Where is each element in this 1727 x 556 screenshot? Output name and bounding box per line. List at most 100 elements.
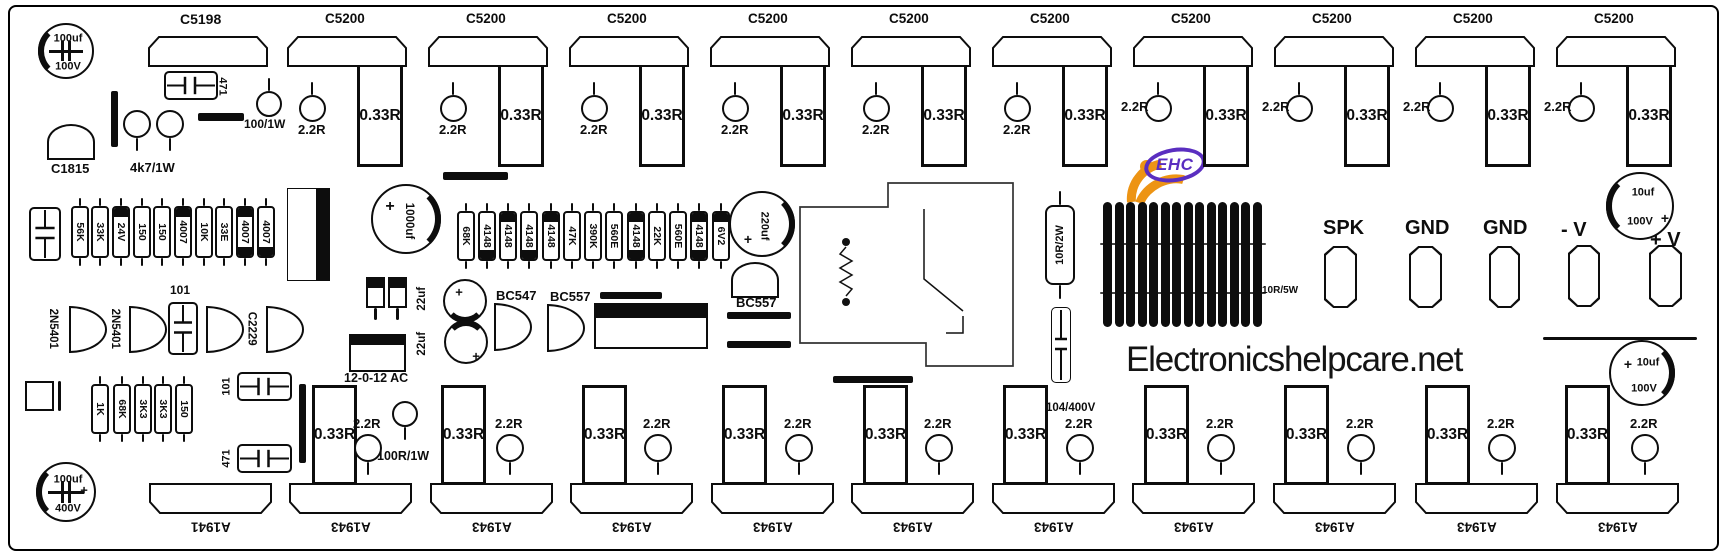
label-22uf-a: 22uf	[415, 287, 428, 311]
res-033r-bottom: 0.33R	[312, 385, 357, 485]
res-68K: 68K	[457, 211, 475, 261]
res-4148: 4148	[627, 211, 645, 261]
jumper-wire	[443, 172, 508, 180]
label-bc557-2: BC557	[736, 295, 777, 310]
res-10r-5w-coil-turn	[1137, 202, 1147, 327]
label-gnd-1: GND	[1405, 217, 1450, 239]
res-22r-top-lead	[1297, 81, 1301, 95]
lead	[98, 198, 102, 206]
transformer-block	[349, 334, 406, 372]
res-22r-bottom	[925, 434, 953, 462]
transistor-c5200	[992, 36, 1112, 67]
label-c5200: C5200	[325, 11, 365, 26]
transistor-a1943	[1273, 483, 1396, 514]
res-033r-top: 0.33R	[357, 64, 403, 167]
cap-101-h-symbol	[240, 377, 289, 396]
logo-figure-head-icon	[1140, 160, 1153, 173]
label-2n5401-b: 2N5401	[109, 308, 122, 350]
pad-gnd-1-inner	[1411, 248, 1440, 306]
label-101-v: 101	[170, 283, 191, 297]
transistor-a1943	[1556, 483, 1679, 514]
res-033r-bottom: 0.33R	[863, 385, 908, 485]
res-10r-5w-coil-turn	[1149, 202, 1158, 327]
diode-block-b	[388, 277, 407, 308]
transistor-c5200	[1133, 36, 1253, 67]
res-22r-top-lead	[733, 81, 737, 95]
label-c5198: C5198	[180, 11, 222, 27]
lead	[98, 258, 102, 266]
res-4148: 4148	[520, 211, 538, 261]
res-33K: 33K	[91, 206, 109, 258]
label-471-top: 471	[217, 76, 230, 96]
res-22r-bottom	[1347, 434, 1375, 462]
lead	[612, 203, 616, 211]
res-22r-bottom-lead	[797, 462, 801, 475]
lead	[634, 203, 638, 211]
res-22r-top-lead	[1579, 81, 1583, 95]
res-22r-bottom-lead	[937, 462, 941, 475]
lead	[570, 261, 574, 269]
lead	[697, 203, 701, 211]
res-22r-bottom-lead	[656, 462, 660, 475]
coil-wire-line	[1100, 243, 1266, 245]
lead	[141, 434, 145, 442]
res-22r-top-lead	[1438, 81, 1442, 95]
jumper-wire	[600, 292, 662, 299]
lead	[243, 258, 247, 266]
res-4007: 4007	[174, 206, 192, 258]
label-neg-v: - V	[1561, 219, 1587, 241]
lead	[222, 258, 226, 266]
res-6V2: 6V2	[712, 211, 730, 261]
res-033r-top: 0.33R	[921, 64, 967, 167]
transistor-c5200	[287, 36, 407, 67]
res-22r-bottom	[644, 434, 672, 462]
res-10r-5w-coil-turn	[1195, 202, 1204, 327]
res-22r-top-lead	[1156, 81, 1160, 95]
res-22r-bottom	[496, 434, 524, 462]
cap-1000uf: +1000uf	[371, 184, 441, 254]
res-100r-1w-lead	[403, 427, 407, 440]
label-c5200: C5200	[889, 11, 929, 26]
jumper-wire	[833, 376, 913, 383]
res-033r-bottom: 0.33R	[582, 385, 627, 485]
res-033r-top: 0.33R	[1626, 64, 1672, 167]
label-22r: 2.2R	[862, 122, 890, 137]
transistor-a1943	[430, 483, 553, 514]
transistor-c5198	[148, 36, 268, 67]
lead	[697, 261, 701, 269]
res-22r-top	[721, 94, 749, 122]
label-22r: 2.2R	[1630, 416, 1658, 431]
res-3K3: 3K3	[154, 384, 172, 434]
lead	[396, 308, 399, 320]
res-10r-5w-coil-turn	[1241, 202, 1250, 327]
res-68K: 68K	[113, 384, 131, 434]
transistor-c5200	[428, 36, 548, 67]
res-22r-bottom	[1488, 434, 1516, 462]
res-4k7-b	[156, 110, 184, 138]
lead	[719, 203, 723, 211]
label-22r: 2.2R	[1121, 99, 1149, 114]
lead	[182, 434, 186, 442]
res-033r-top: 0.33R	[1485, 64, 1531, 167]
transistor-a1943	[992, 483, 1115, 514]
res-033r-top: 0.33R	[1203, 64, 1249, 167]
lead	[655, 261, 659, 269]
transistor-c5200	[710, 36, 830, 67]
res-22r-bottom	[354, 434, 382, 462]
res-22r-top	[1426, 94, 1454, 122]
label-2n5401-a: 2N5401	[47, 308, 60, 350]
label-c5200: C5200	[748, 11, 788, 26]
label-c5200: C5200	[1312, 11, 1352, 26]
lead	[591, 261, 595, 269]
res-4k7-a-lead	[135, 138, 139, 151]
lead	[264, 258, 268, 266]
res-22r-bottom	[1066, 434, 1094, 462]
res-22r-bottom-lead	[1219, 462, 1223, 475]
lead	[1058, 191, 1062, 205]
res-10r-5w-coil-turn	[1114, 202, 1124, 327]
res-033r-top: 0.33R	[1062, 64, 1108, 167]
diode-block-a	[366, 277, 385, 308]
lead	[202, 198, 206, 206]
res-22r-bottom	[1207, 434, 1235, 462]
label-a1943: A1943	[753, 519, 793, 535]
